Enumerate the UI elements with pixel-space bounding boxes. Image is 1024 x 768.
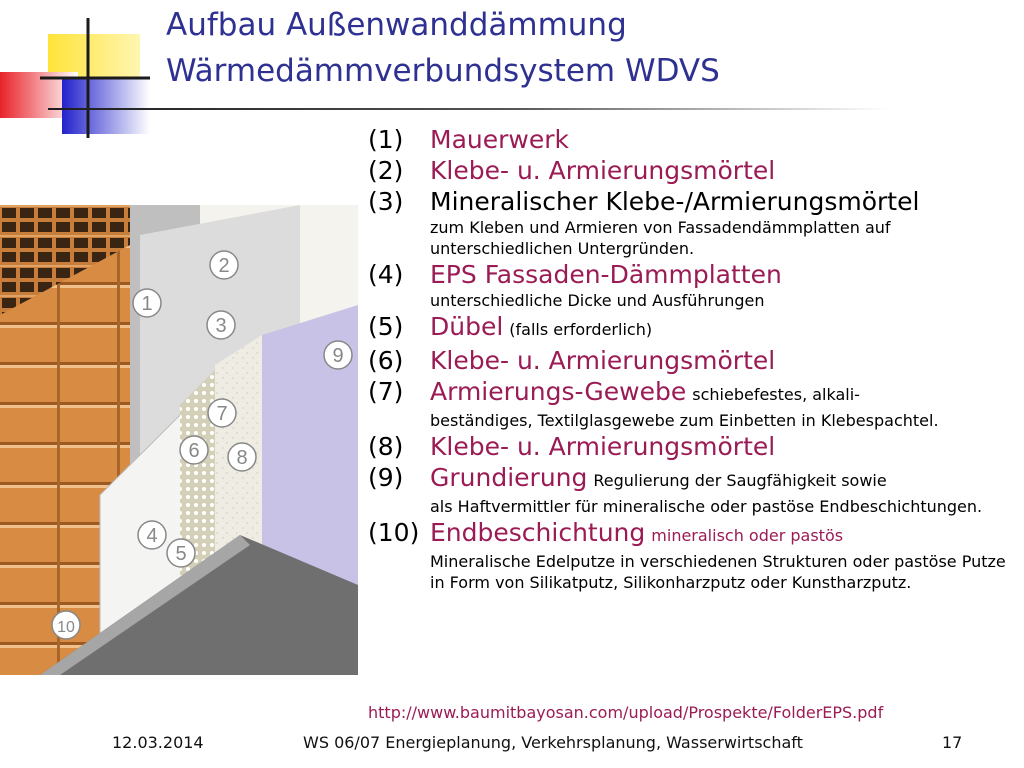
footer-course: WS 06/07 Energieplanung, Verkehrsplanung… [303, 733, 803, 752]
layer-number: (4) [368, 260, 404, 289]
layer-heading: Armierungs-Gewebe schiebefestes, alkali- [430, 376, 1018, 410]
layer-item: (3) Mineralischer Klebe-/Armierungsmörtel… [368, 186, 1018, 259]
layer-heading: Mineralischer Klebe-/Armierungsmörtel [430, 186, 1018, 217]
callout-6: 6 [179, 435, 209, 465]
title-line-2: Wärmedämmverbundsystem WDVS [166, 53, 720, 89]
layer-item: (8) Klebe- u. Armierungsmörtel [368, 431, 1018, 462]
layer-item: (5) Dübel (falls erforderlich) [368, 311, 1018, 345]
callout-5: 5 [166, 538, 196, 568]
title-line-1: Aufbau Außenwanddämmung [166, 7, 627, 43]
source-link[interactable]: http://www.baumitbayosan.com/upload/Pros… [368, 703, 884, 722]
svg-text:4: 4 [146, 525, 157, 547]
callout-3: 3 [206, 310, 236, 340]
layer-text: EPS Fassaden-Dämmplatten unterschiedliche… [430, 259, 1018, 311]
layer-number: (1) [368, 125, 404, 154]
layer-text: Klebe- u. Armierungsmörtel [430, 345, 1018, 376]
callout-4: 4 [137, 520, 167, 550]
layer-inline-note: schiebefestes, alkali- [692, 385, 860, 404]
layer-description: als Haftvermittler für mineralische oder… [430, 497, 983, 516]
layer-item: (10) Endbeschichtung mineralisch oder past… [368, 517, 1018, 593]
svg-text:9: 9 [332, 345, 343, 367]
layer-heading: Klebe- u. Armierungsmörtel [430, 345, 1018, 376]
layer-heading-text: Armierungs-Gewebe [430, 377, 687, 406]
callout-9: 9 [323, 340, 353, 370]
layer-inline-note: (falls erforderlich) [509, 320, 653, 339]
layer-item: (1) Mauerwerk [368, 124, 1018, 155]
layer-heading-text: Dübel [430, 312, 504, 341]
layer-description: zum Kleben und Armieren von Fassadendämm… [430, 218, 891, 258]
layer-item: (4) EPS Fassaden-Dämmplatten unterschiedli… [368, 259, 1018, 311]
layer-heading: Mauerwerk [430, 124, 1018, 155]
callout-2: 2 [209, 250, 239, 280]
layer-number: (7) [368, 377, 404, 406]
layer-text: Klebe- u. Armierungsmörtel [430, 155, 1018, 186]
layer-heading: Dübel (falls erforderlich) [430, 311, 1018, 345]
layer-number: (5) [368, 312, 404, 341]
svg-text:3: 3 [215, 315, 226, 337]
layer-number: (9) [368, 463, 404, 492]
layer-heading-text: Mauerwerk [430, 125, 569, 154]
layer-text: Klebe- u. Armierungsmörtel [430, 431, 1018, 462]
layer-inline-note: Regulierung der Saugfähigkeit sowie [593, 471, 887, 490]
layer-text: Dübel (falls erforderlich) [430, 311, 1018, 345]
layer-description: Mineralische Edelputze in verschiedenen … [430, 552, 1006, 592]
layer-item: (2) Klebe- u. Armierungsmörtel [368, 155, 1018, 186]
layer-heading-text: Endbeschichtung [430, 518, 646, 547]
svg-text:1: 1 [141, 293, 152, 315]
callout-10: 10 [51, 610, 81, 640]
svg-text:7: 7 [216, 403, 227, 425]
layer-number: (2) [368, 156, 404, 185]
layer-number: (10) [368, 518, 420, 547]
layer-inline-note: mineralisch oder pastös [651, 526, 844, 545]
title-divider [48, 108, 888, 110]
layer-description: unterschiedliche Dicke und Ausführungen [430, 291, 765, 310]
layer-item: (7) Armierungs-Gewebe schiebefestes, alkal… [368, 376, 1018, 431]
layer-heading-text: EPS Fassaden-Dämmplatten [430, 260, 782, 289]
layer-heading: Endbeschichtung mineralisch oder pastös [430, 517, 1018, 551]
layer-item: (9) Grundierung Regulierung der Saugfähigk… [368, 462, 1018, 517]
svg-text:5: 5 [175, 543, 186, 565]
layer-description: beständiges, Textilglasgewebe zum Einbet… [430, 411, 939, 430]
svg-text:8: 8 [236, 447, 247, 469]
layer-number: (6) [368, 346, 404, 375]
layer-list: (1) Mauerwerk (2) Klebe- u. Armierungsmörte… [368, 124, 1018, 593]
svg-text:6: 6 [188, 440, 199, 462]
callout-7: 7 [207, 398, 237, 428]
callout-1: 1 [132, 288, 162, 318]
layer-heading: Klebe- u. Armierungsmörtel [430, 431, 1018, 462]
layer-text: Armierungs-Gewebe schiebefestes, alkali-b… [430, 376, 1018, 431]
layer-heading-text: Klebe- u. Armierungsmörtel [430, 156, 776, 185]
footer-date: 12.03.2014 [112, 733, 204, 752]
layer-text: Grundierung Regulierung der Saugfähigkeit… [430, 462, 1018, 517]
layer-heading-text: Grundierung [430, 463, 588, 492]
slide-logo-icon [0, 18, 150, 138]
slide-title: Aufbau Außenwanddämmung Wärmedämmverbund… [166, 2, 720, 94]
layer-item: (6) Klebe- u. Armierungsmörtel [368, 345, 1018, 376]
callout-8: 8 [227, 442, 257, 472]
layer-number: (8) [368, 432, 404, 461]
layer-heading-text: Klebe- u. Armierungsmörtel [430, 346, 776, 375]
layer-heading: Klebe- u. Armierungsmörtel [430, 155, 1018, 186]
layer-heading-text: Klebe- u. Armierungsmörtel [430, 432, 776, 461]
footer-page-number: 17 [942, 733, 963, 752]
layer-heading-text: Mineralischer Klebe-/Armierungsmörtel [430, 187, 920, 216]
layer-number: (3) [368, 187, 404, 216]
layer-heading: Grundierung Regulierung der Saugfähigkeit… [430, 462, 1018, 496]
wall-layers-illustration: 1 2 3 4 5 6 7 8 9 10 [0, 205, 358, 675]
svg-text:10: 10 [57, 619, 75, 636]
layer-text: Mauerwerk [430, 124, 1018, 155]
svg-text:2: 2 [218, 255, 229, 277]
layer-heading: EPS Fassaden-Dämmplatten [430, 259, 1018, 290]
